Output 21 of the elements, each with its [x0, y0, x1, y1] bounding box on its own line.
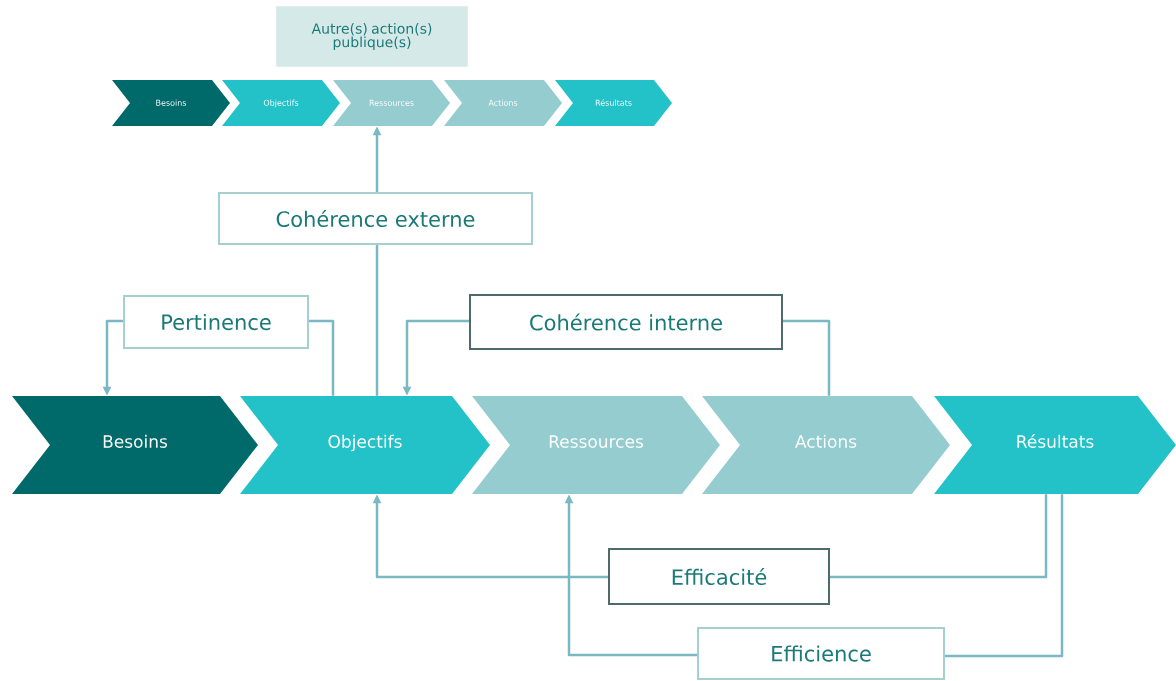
- chevron-step: Objectifs: [240, 396, 490, 494]
- chevron-step: Besoins: [12, 396, 258, 494]
- connector: [783, 319, 831, 396]
- criterion-box: Cohérence externe: [218, 192, 533, 245]
- chevron-step: Besoins: [112, 80, 230, 126]
- connector: [309, 319, 335, 396]
- chevron-step: Actions: [702, 396, 950, 494]
- chevron-step: Résultats: [555, 80, 672, 126]
- criterion-box: Cohérence interne: [469, 294, 783, 350]
- criterion-box: Pertinence: [123, 295, 309, 349]
- chevron-step: Résultats: [934, 396, 1176, 494]
- note-box: Autre(s) action(s) publique(s): [275, 5, 469, 68]
- chevron-step: Objectifs: [222, 80, 340, 126]
- connector: [830, 494, 1048, 579]
- criterion-box: Efficience: [697, 627, 945, 680]
- chevron-step: Actions: [444, 80, 562, 126]
- connector: [945, 494, 1064, 658]
- criterion-box: Efficacité: [608, 548, 830, 605]
- connector: [375, 245, 379, 396]
- chevron-step: Ressources: [333, 80, 450, 126]
- chevron-step: Ressources: [472, 396, 720, 494]
